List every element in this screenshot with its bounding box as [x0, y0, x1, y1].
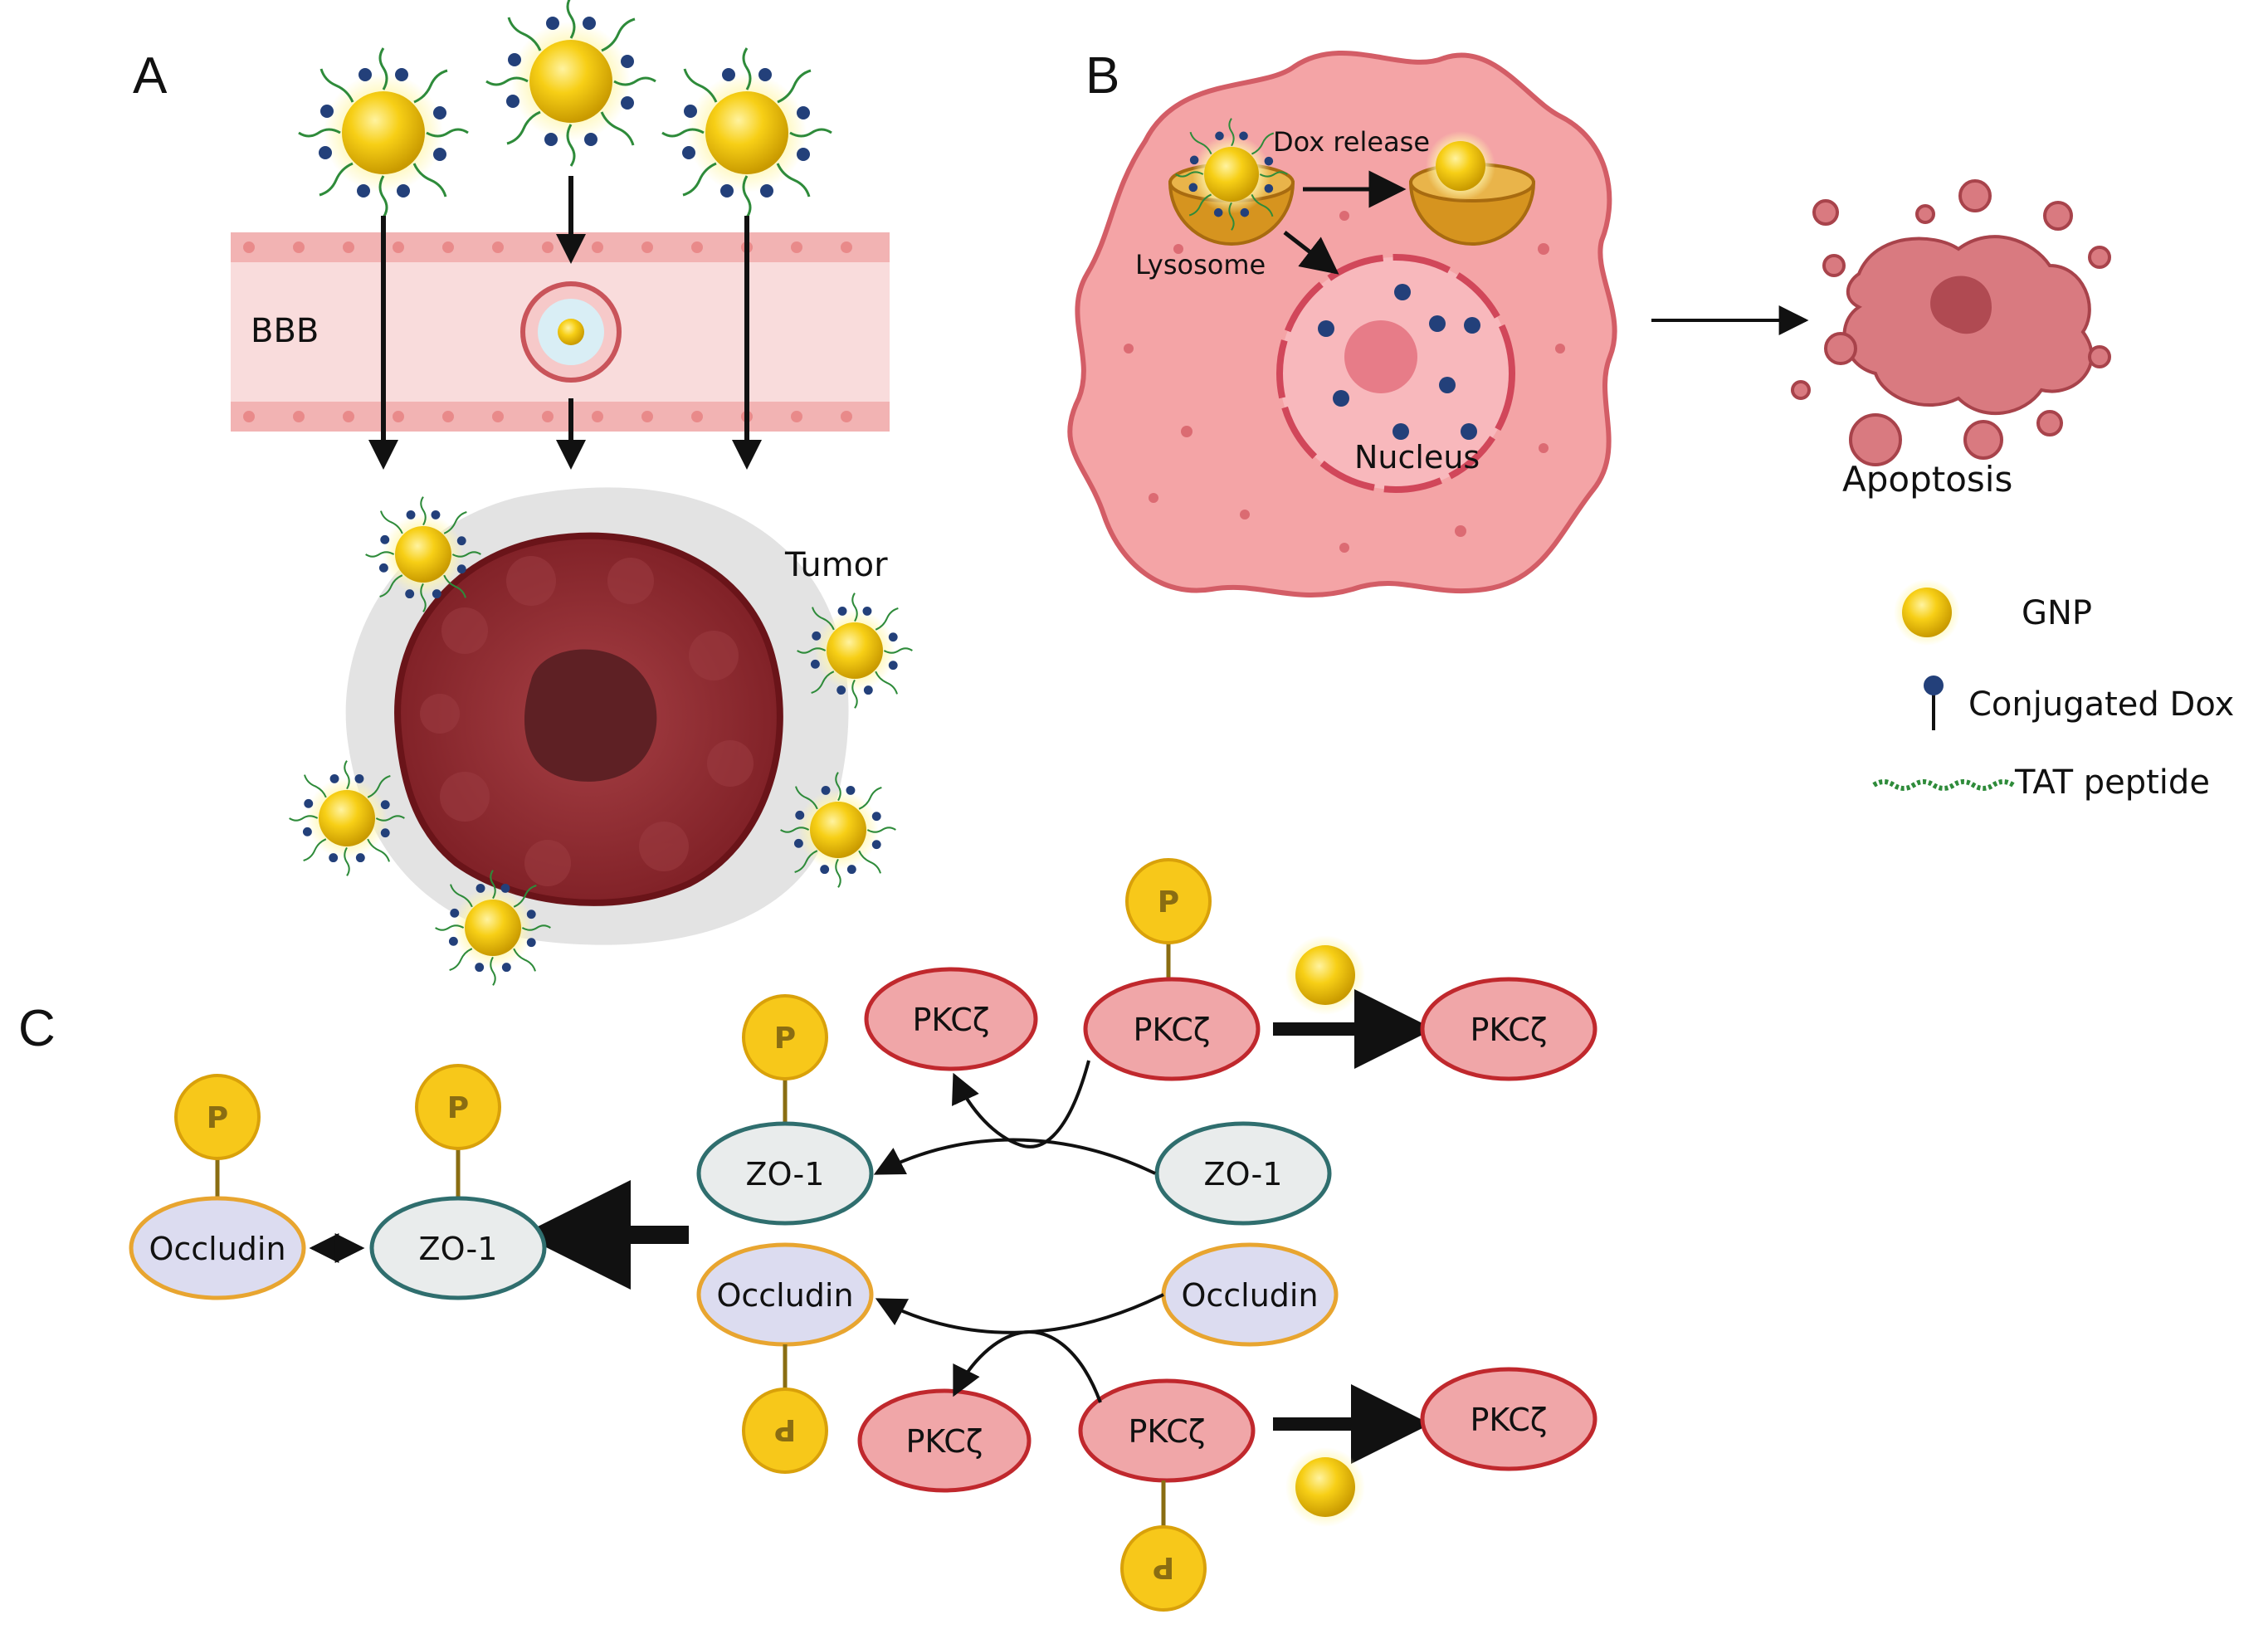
svg-text:Occludin: Occludin: [1181, 1277, 1318, 1314]
zo1-oval-mid-right: ZO-1: [1154, 1121, 1332, 1226]
lysosome-label: Lysosome: [1135, 249, 1266, 280]
bbb-label: BBB: [251, 312, 319, 350]
svg-text:PKCζ: PKCζ: [913, 1002, 990, 1038]
gnp-conjugate-3: [661, 46, 833, 219]
svg-text:PKCζ: PKCζ: [1134, 1012, 1211, 1048]
legend-gnp-label: GNP: [2022, 594, 2092, 632]
svg-text:ZO-1: ZO-1: [1204, 1156, 1283, 1192]
legend-dox-label: Conjugated Dox: [1968, 685, 2234, 724]
phospho-occludin-mid: P: [742, 1344, 828, 1474]
panel-c-letter: C: [18, 1000, 56, 1057]
svg-text:P: P: [207, 1101, 228, 1135]
panel-b: B Nucleus Lysosome: [1067, 47, 2111, 597]
svg-text:PKCζ: PKCζ: [1129, 1413, 1206, 1450]
apoptotic-nucleus: [1930, 276, 1992, 334]
apoptosis-label: Apoptosis: [1842, 459, 2012, 500]
dox-release-label: Dox release: [1273, 126, 1430, 158]
gnp-tumor-2: [796, 592, 914, 710]
panel-c: C P PKCζ PKCζ PKCζ P ZO-1: [18, 858, 1597, 1612]
pathway-arrows-bottom: [875, 1293, 1164, 1403]
pkc-oval-top-left: PKCζ: [864, 967, 1038, 1071]
nucleus: Nucleus: [1276, 254, 1515, 493]
bbb-crossing-arrows: [368, 176, 762, 470]
panel-a-letter: A: [133, 47, 168, 105]
phospho-zo1-left: P: [415, 1064, 501, 1202]
svg-text:PKCζ: PKCζ: [906, 1423, 983, 1460]
pkc-oval-top-right: PKCζ: [1420, 977, 1597, 1081]
transcytosis-vesicle: [520, 281, 622, 383]
lysosome-arrows: [1283, 170, 1407, 275]
svg-text:Occludin: Occludin: [149, 1231, 285, 1267]
pkc-oval-bottom-right: PKCζ: [1420, 1367, 1597, 1471]
gnp-tumor-1: [364, 495, 482, 613]
phospho-pkc-bottom: P: [1120, 1480, 1207, 1612]
svg-text:P: P: [1153, 1550, 1174, 1584]
svg-text:P: P: [1158, 885, 1179, 919]
lysosome-with-gnp: [1168, 117, 1295, 246]
svg-text:Occludin: Occludin: [716, 1277, 853, 1314]
lysosome-dox-release: [1408, 131, 1536, 246]
svg-text:P: P: [447, 1091, 469, 1125]
occludin-oval-mid-right: Occludin: [1161, 1242, 1339, 1347]
tumor-label: Tumor: [784, 546, 888, 584]
zo1-oval-mid-left: ZO-1: [696, 1121, 874, 1226]
svg-text:PKCζ: PKCζ: [1471, 1402, 1548, 1438]
panel-b-letter: B: [1085, 47, 1119, 105]
legend: GNP Conjugated Dox TAT peptide: [1872, 579, 2234, 802]
legend-gnp: GNP: [1894, 579, 2092, 646]
pathway-arrows-top: [873, 1060, 1156, 1175]
pkc-oval-bottom-phospho: PKCζ: [1078, 1378, 1256, 1483]
occludin-oval-left: Occludin: [129, 1196, 306, 1300]
gnp-tumor-4: [779, 771, 897, 889]
panel-a: A BBB: [133, 0, 914, 987]
svg-text:PKCζ: PKCζ: [1471, 1012, 1548, 1048]
svg-text:P: P: [774, 1412, 796, 1446]
cell-granules: [1124, 178, 1565, 553]
legend-tat: TAT peptide: [1872, 763, 2210, 802]
phospho-zo1-mid: P: [742, 994, 828, 1129]
svg-text:ZO-1: ZO-1: [419, 1231, 498, 1267]
pkc-oval-top-phospho: PKCζ: [1083, 977, 1261, 1081]
phospho-pkc-top: P: [1125, 858, 1212, 986]
zo1-oval-left: ZO-1: [369, 1196, 547, 1300]
svg-text:ZO-1: ZO-1: [746, 1156, 825, 1192]
phospho-occludin-left: P: [174, 1074, 261, 1202]
nucleus-label: Nucleus: [1354, 439, 1480, 476]
occludin-oval-mid-left: Occludin: [696, 1242, 874, 1347]
pkc-oval-bottom-left: PKCζ: [857, 1388, 1032, 1493]
gnp-conjugate-1: [297, 46, 470, 219]
gnp-conjugate-2: [485, 0, 657, 168]
svg-text:P: P: [774, 1022, 796, 1056]
legend-tat-label: TAT peptide: [2014, 763, 2210, 802]
gnp-tumor-5: [434, 869, 552, 987]
legend-dox: Conjugated Dox: [1924, 675, 2234, 730]
tumor: Tumor: [345, 487, 888, 945]
gnp-tumor-3: [288, 759, 406, 877]
